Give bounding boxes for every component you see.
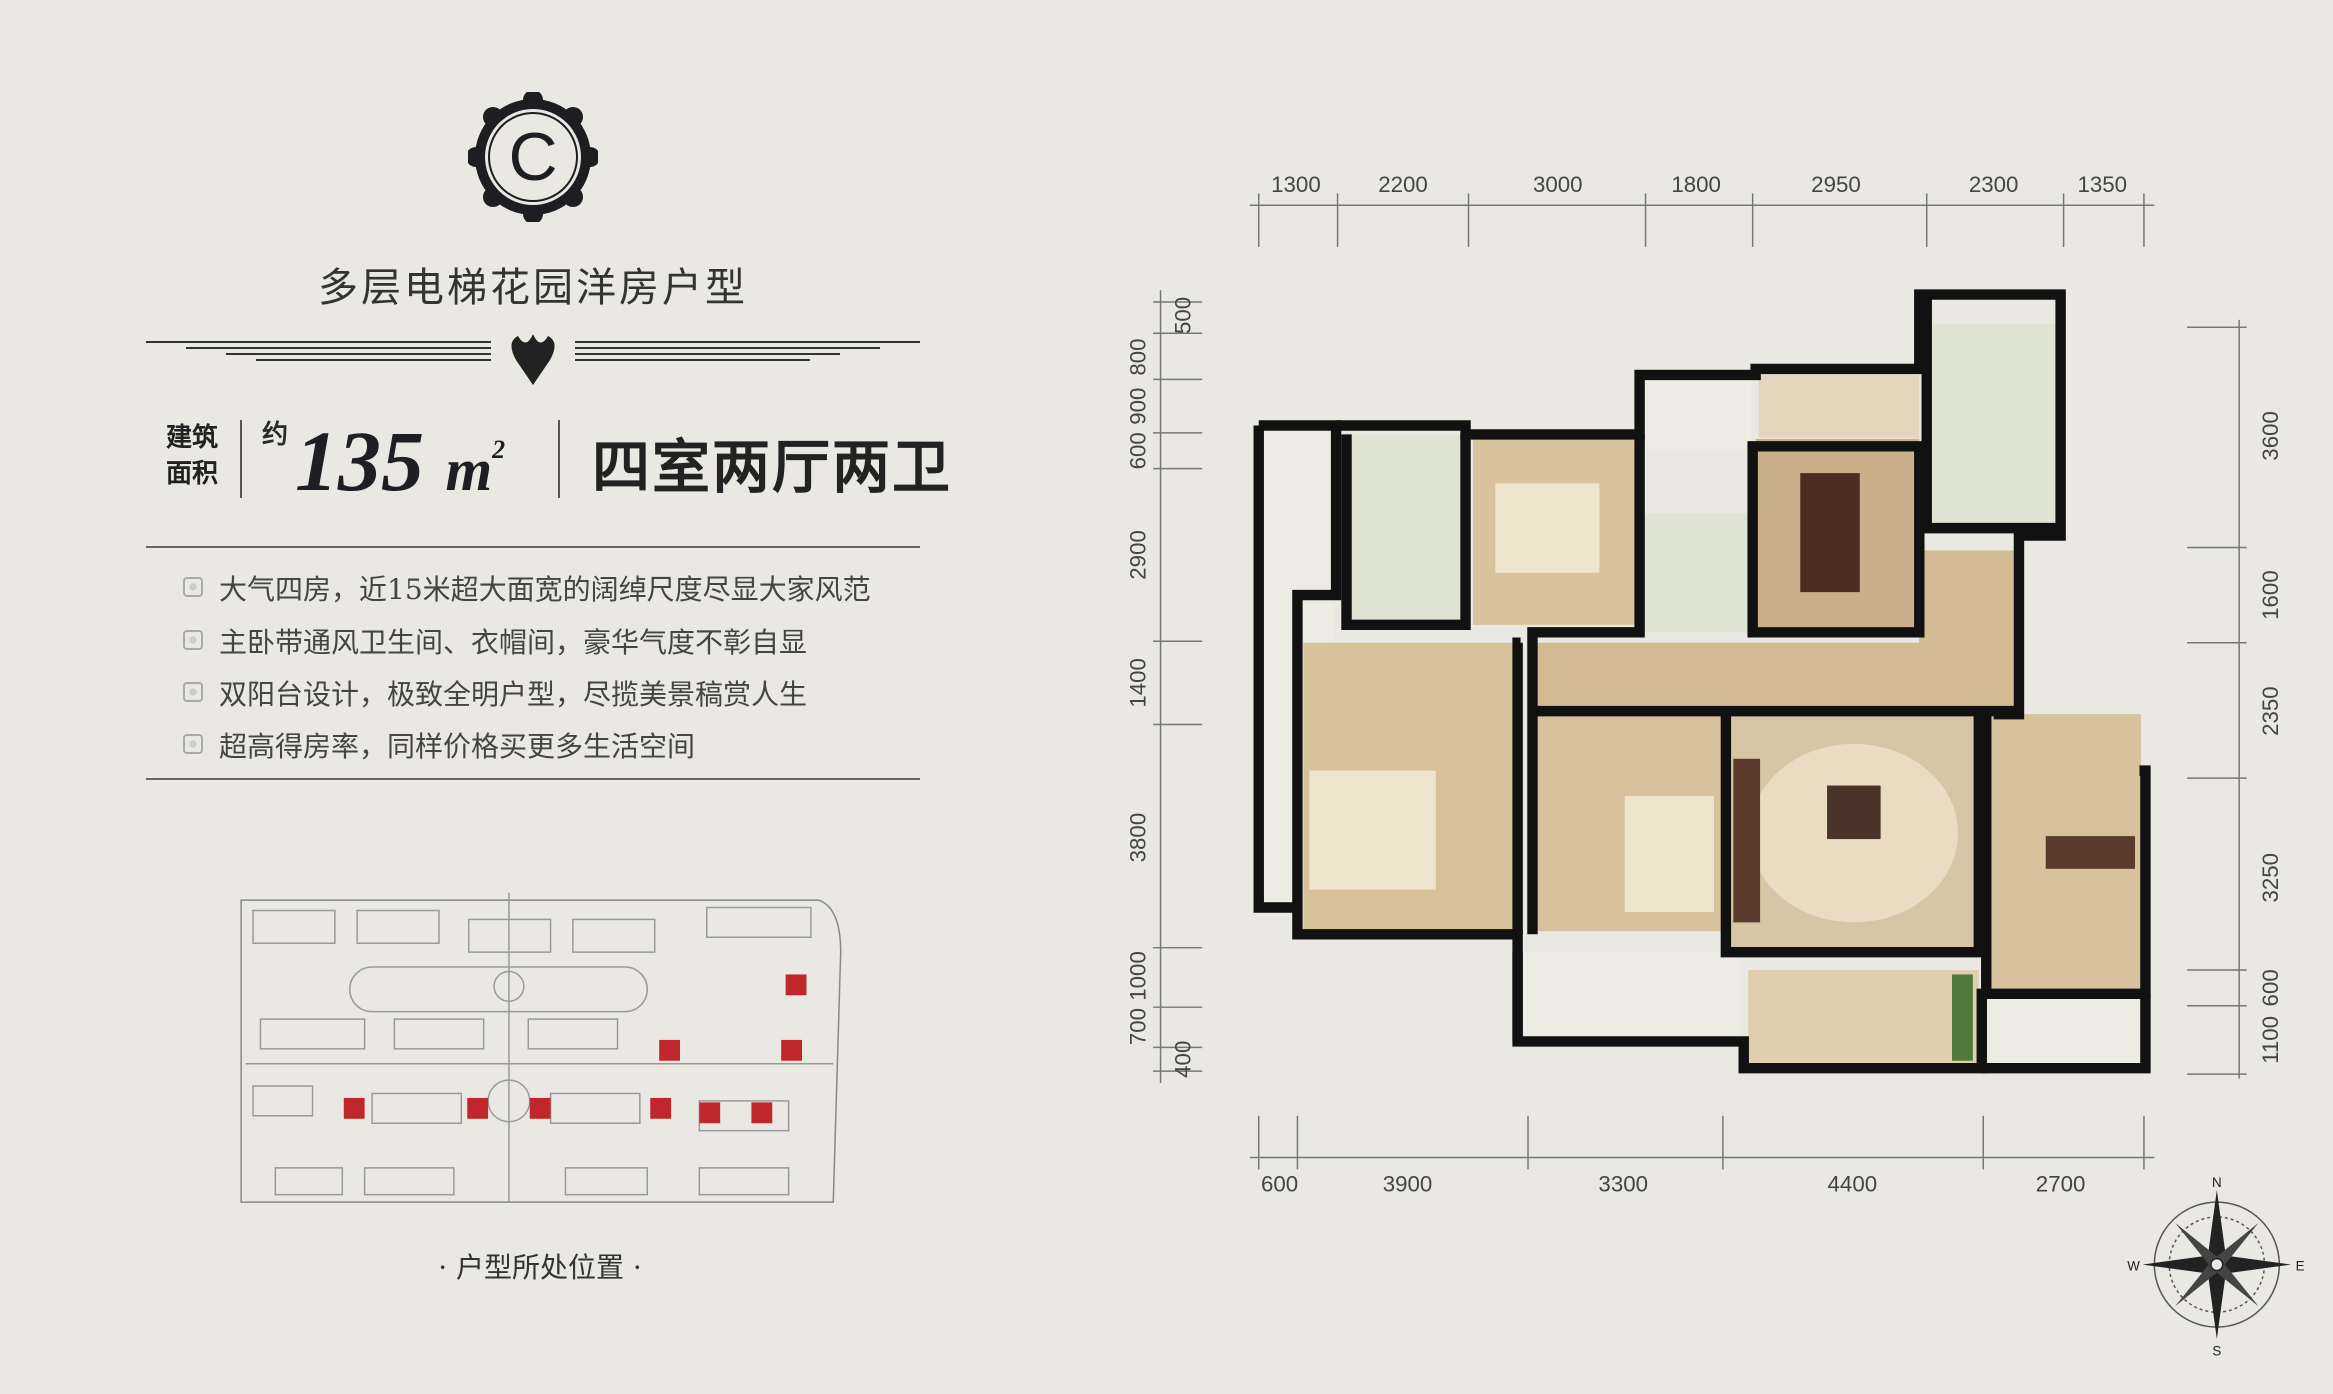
feature-item: 超高得房率，同样价格买更多生活空间: [183, 725, 695, 765]
terrace: [1517, 952, 1741, 1045]
dim-bottom: 3900: [1383, 1172, 1433, 1197]
dim-left: 900: [1126, 388, 1151, 425]
dim-top: 1800: [1671, 172, 1721, 197]
balcony-south: [1748, 969, 1979, 1066]
coffee-table: [1827, 785, 1881, 840]
dim-top: 3000: [1533, 172, 1583, 197]
svg-text:S: S: [2212, 1343, 2221, 1358]
area-value: 135 m2: [295, 413, 506, 509]
kitchen: [1926, 324, 2058, 526]
bed: [1495, 483, 1600, 573]
dim-right: 3600: [2258, 411, 2283, 461]
floor-plan: [1261, 324, 2141, 1066]
dim-top: 1300: [1271, 172, 1321, 197]
dim-left: 700: [1126, 1008, 1151, 1045]
utility: [1644, 374, 1752, 450]
bullet-icon: [183, 682, 203, 702]
svg-text:W: W: [2127, 1259, 2140, 1274]
ornament-divider: [146, 334, 920, 385]
dim-left: 1400: [1126, 658, 1151, 708]
feature-item: 主卧带通风卫生间、衣帽间，豪华气度不彰自显: [183, 621, 807, 661]
site-map: [240, 892, 842, 1203]
dim-right: 2350: [2258, 686, 2283, 736]
emblem-c-logo: C: [468, 92, 598, 222]
dim-top: 2200: [1378, 172, 1428, 197]
layout-type: 四室两厅两卫: [592, 433, 953, 501]
dim-right: 600: [2258, 969, 2283, 1006]
svg-text:C: C: [508, 119, 557, 195]
area-approx: 约: [262, 420, 289, 450]
site-map-caption: · 户型所处位置 ·: [438, 1251, 642, 1284]
plants: [1952, 974, 1973, 1061]
feature-item: 双阳台设计，极致全明户型，尽揽美景稿赏人生: [183, 673, 807, 713]
bed: [1309, 770, 1436, 890]
dimension-labels: 1300 2200 3000 1800 2950 2300 1350 600 3…: [1126, 172, 2283, 1197]
svg-text:N: N: [2212, 1175, 2222, 1190]
dimension-lines: [1153, 193, 2247, 1170]
divider: [146, 778, 920, 780]
dim-left: 600: [1126, 432, 1151, 469]
divider: [558, 420, 560, 498]
divider: [146, 546, 920, 548]
page-title: 多层电梯花园洋房户型: [318, 265, 748, 311]
tv-cabinet: [1733, 758, 1761, 923]
dim-right: 1100: [2258, 1016, 2283, 1064]
dim-right: 1600: [2258, 570, 2283, 620]
dim-bottom: 4400: [1828, 1172, 1878, 1197]
feature-item: 大气四房，近15米超大面宽的阔绰尺度尽显大家风范: [183, 568, 871, 608]
svg-text:E: E: [2296, 1259, 2305, 1274]
dim-top: 1350: [2077, 172, 2127, 197]
desk: [2045, 836, 2136, 869]
dim-left: 500: [1170, 297, 1195, 334]
bullet-icon: [183, 630, 203, 650]
hall: [1758, 374, 1920, 438]
dining-table: [1800, 473, 1860, 593]
dim-right: 3250: [2258, 853, 2283, 903]
dim-bottom: 2700: [2036, 1172, 2086, 1197]
dim-left: 800: [1126, 338, 1151, 375]
walls: [1253, 289, 2151, 1074]
area-label: 建筑面积: [166, 423, 219, 489]
master-bathroom: [1346, 434, 1466, 625]
bathroom-2: [1644, 513, 1752, 633]
dim-top: 2950: [1811, 172, 1861, 197]
divider: [240, 420, 242, 498]
dim-left: 3800: [1126, 813, 1151, 863]
dim-left: 2900: [1126, 530, 1151, 580]
dim-left: 1000: [1126, 951, 1151, 1001]
bed: [1624, 795, 1714, 912]
compass-rose-icon: N S E W: [2127, 1175, 2304, 1358]
dim-bottom: 3300: [1598, 1172, 1648, 1197]
dim-top: 2300: [1969, 172, 2019, 197]
bullet-icon: [183, 734, 203, 754]
dim-left: 400: [1170, 1041, 1195, 1078]
bullet-icon: [183, 577, 203, 597]
dim-bottom: 600: [1261, 1172, 1298, 1197]
foyer: [1919, 550, 2016, 707]
balcony-east: [1990, 993, 2140, 1066]
site-map-highlight-units: [343, 974, 807, 1124]
